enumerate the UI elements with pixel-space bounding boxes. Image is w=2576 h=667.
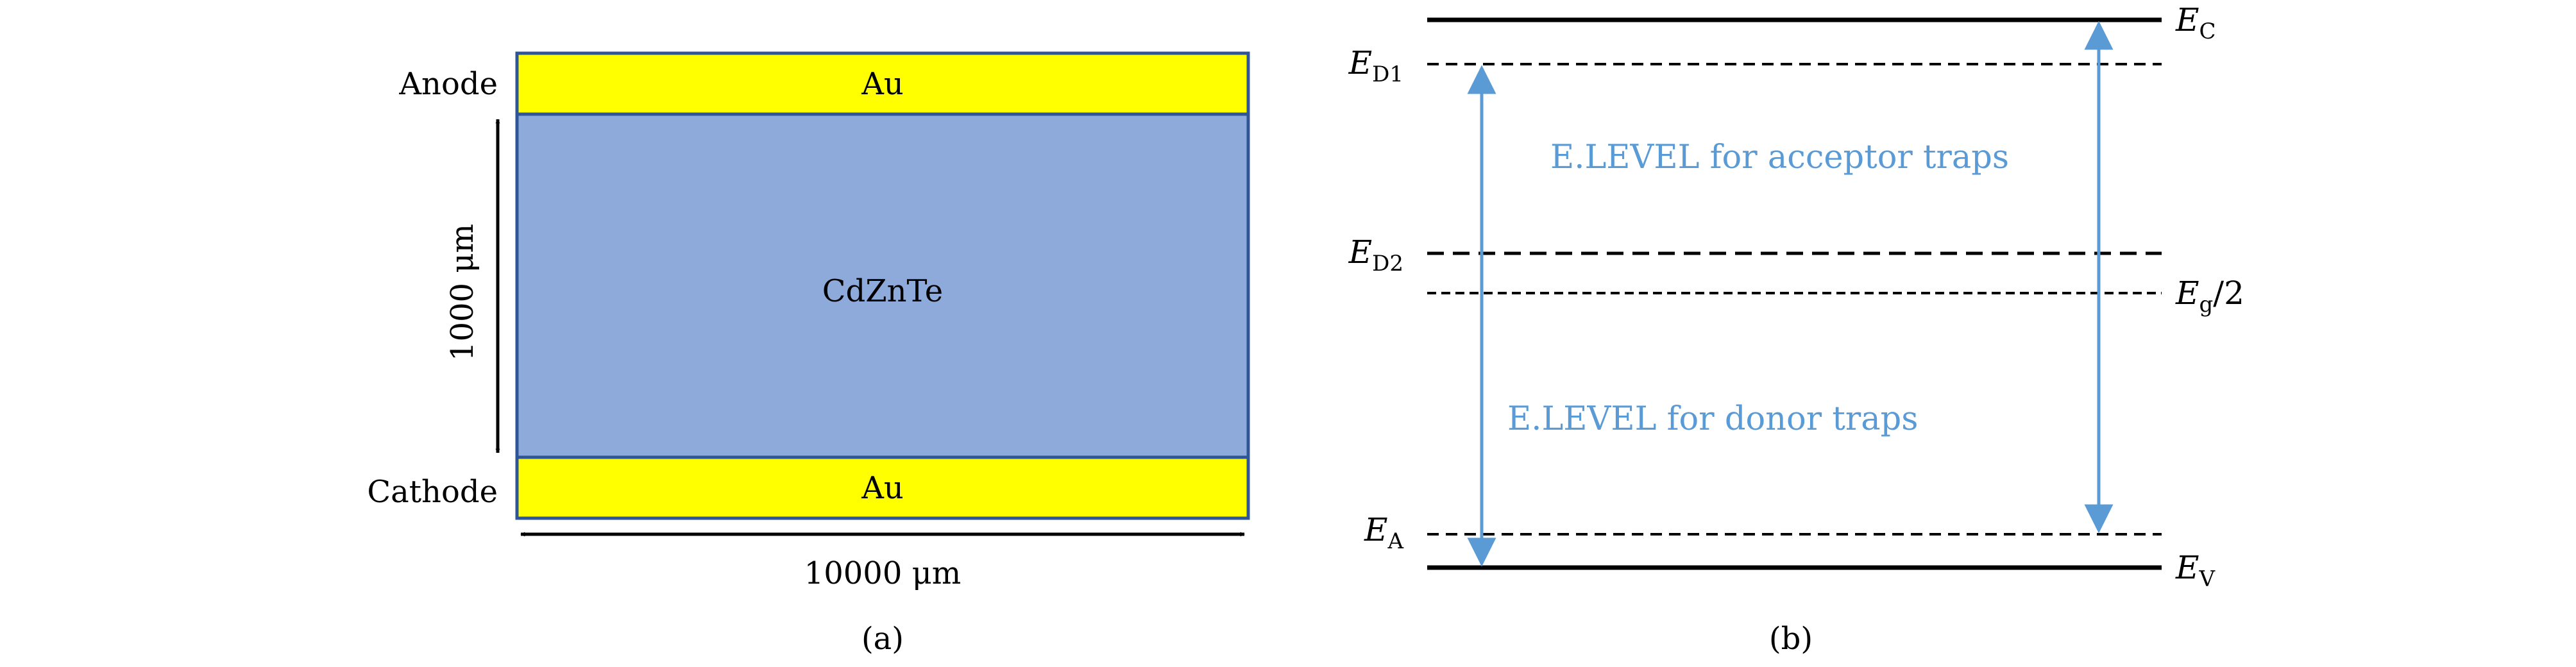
bottom-contact-label: Au: [861, 470, 904, 506]
bulk-label: CdZnTe: [822, 273, 943, 309]
ec-label: EC: [2175, 1, 2216, 44]
ev-label: EV: [2175, 549, 2216, 592]
cathode-label: Cathode: [367, 474, 498, 510]
panel-a: Au CdZnTe Au Anode Cathode 1000 μm 10000…: [367, 51, 1250, 657]
top-contact-label: Au: [861, 66, 904, 102]
ea-label: EA: [1364, 511, 1404, 554]
donor-trap-label: E.LEVEL for donor traps: [1507, 400, 1918, 438]
cdznte-bulk: [515, 112, 1250, 459]
thickness-label: 1000 μm: [445, 224, 480, 361]
width-label: 10000 μm: [804, 555, 962, 591]
eg2-label: Eg/2: [2175, 274, 2244, 317]
caption-b: (b): [1769, 621, 1813, 657]
panel-b: E.LEVEL for acceptor traps E.LEVEL for d…: [1348, 1, 2244, 657]
top-au-contact: [515, 51, 1250, 116]
acceptor-trap-label: E.LEVEL for acceptor traps: [1550, 139, 2009, 176]
ed1-label: ED1: [1348, 44, 1403, 87]
anode-label: Anode: [398, 66, 498, 102]
bottom-au-contact: [515, 455, 1250, 520]
ed2-label: ED2: [1348, 233, 1403, 276]
caption-a: (a): [861, 621, 904, 657]
